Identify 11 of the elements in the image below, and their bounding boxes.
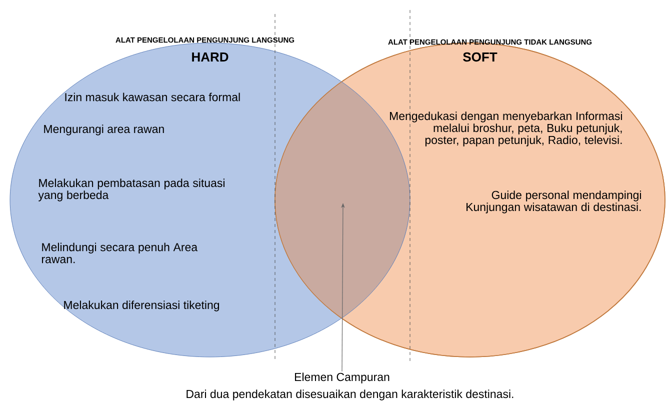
category-title: HARD (192, 52, 228, 62)
callout-text: Elemen Campuran (295, 372, 390, 384)
item-text: Melindungi secara penuh Area rawan. (42, 242, 198, 264)
item-text: Mengurangi area rawan (44, 124, 164, 136)
category-title: SOFT (463, 52, 498, 62)
item-text: Melakukan diferensiasi tiketing (64, 300, 220, 312)
item-text: Mengedukasi dengan menyebarkan Informasi melalui broshur, peta, Buku petunjuk, poster, papan petunjuk, Radio, televisi. (390, 112, 622, 146)
item-text: Izin masuk kawasan secara formal (65, 92, 240, 102)
item-text: Guide personal mendampingi Kunjungan wisatawan di destinasi. (466, 190, 641, 214)
caption-text: Dari dua pendekatan disesuaikan dengan karakteristik destinasi. (186, 390, 514, 400)
item-text: Melakukan pembatasan pada situasi yang berbeda (38, 178, 224, 202)
